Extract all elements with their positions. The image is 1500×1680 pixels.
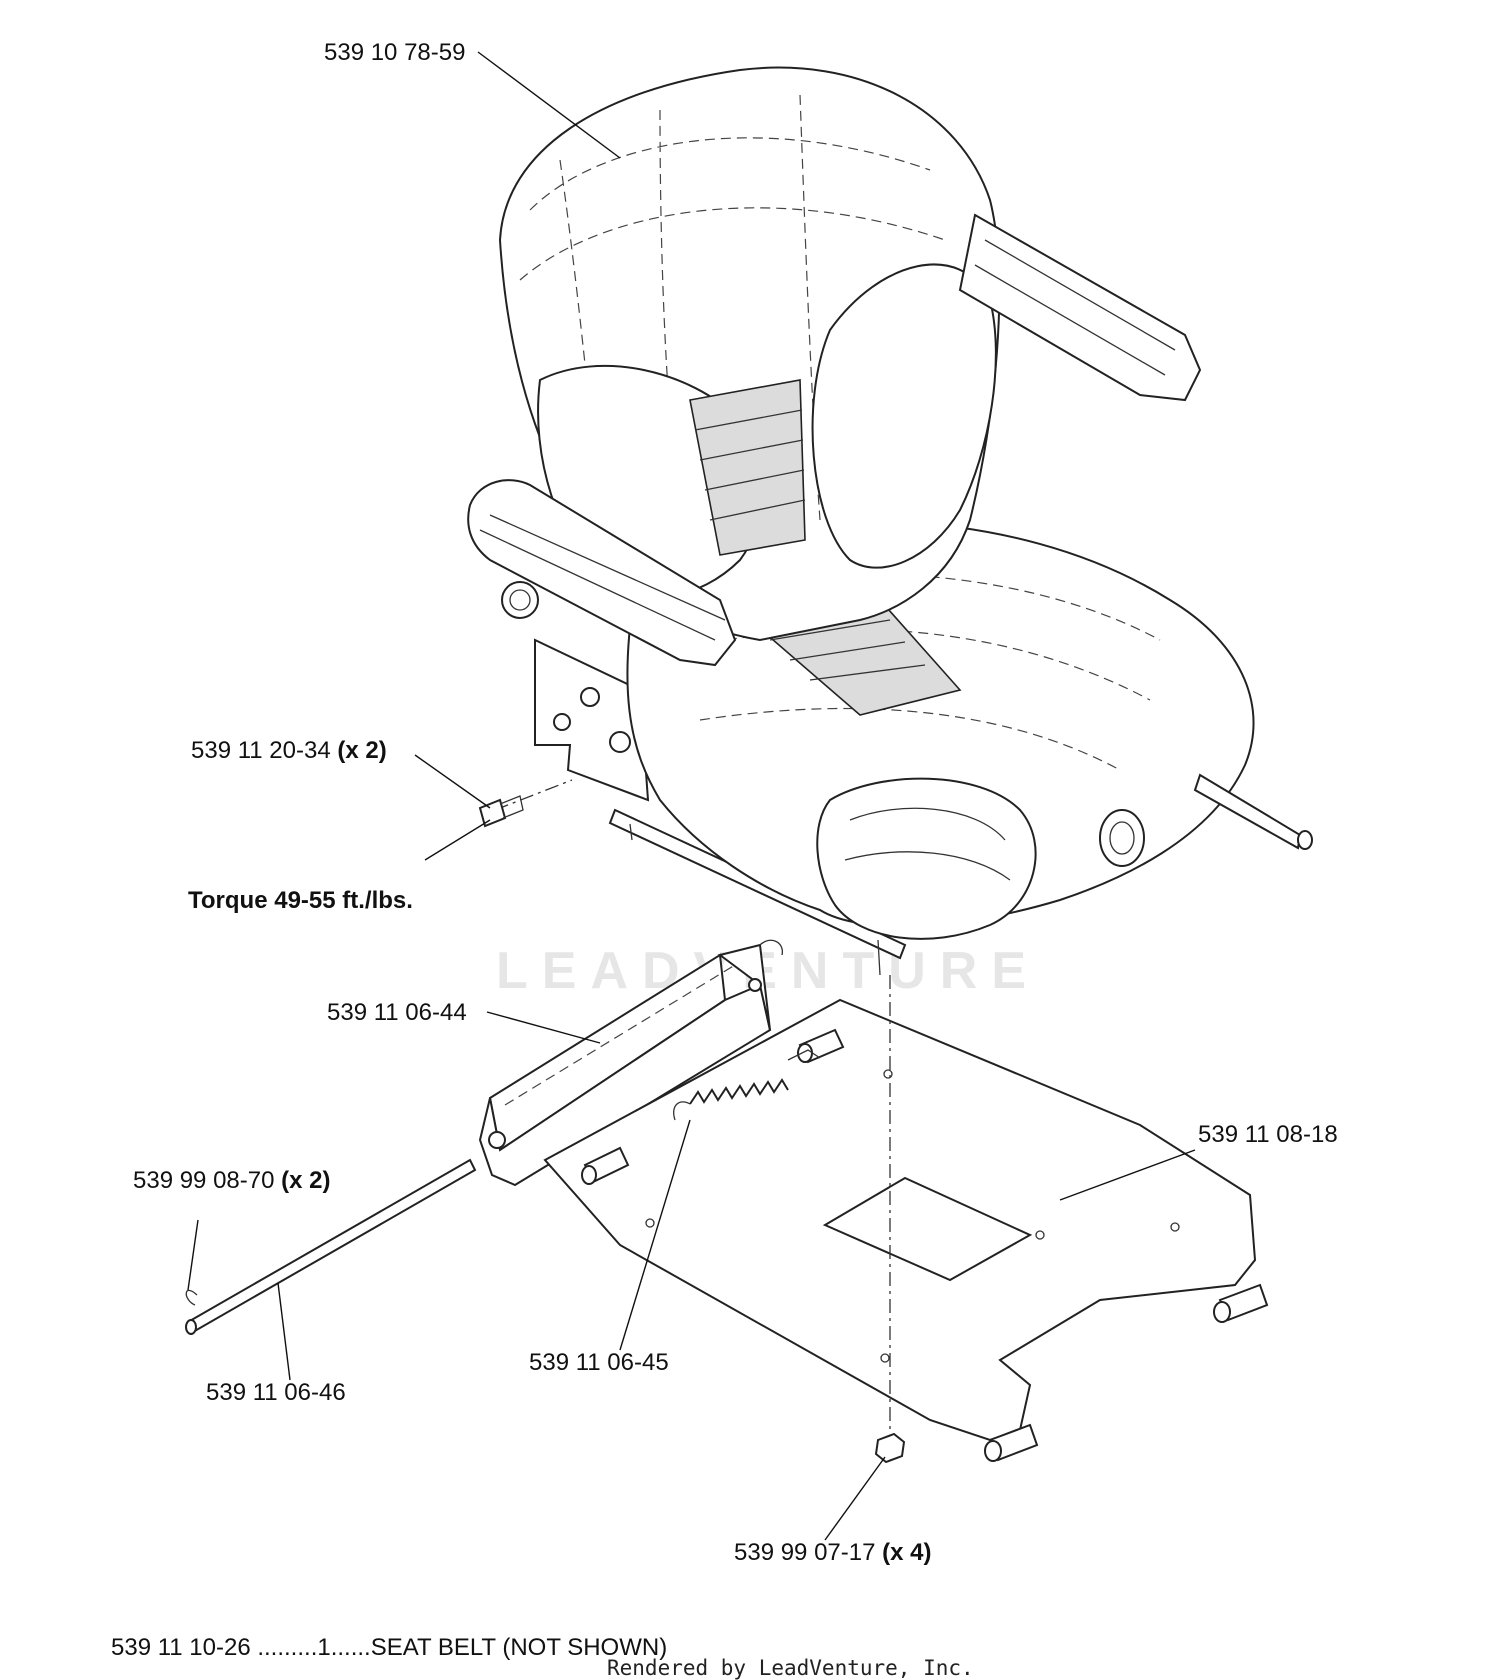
seat-back-stitching xyxy=(519,94,946,521)
recline-knob-center xyxy=(1109,821,1135,855)
front-tube-left-end xyxy=(984,1440,1002,1462)
leader-bolt xyxy=(414,754,491,809)
rendered-by-credit: Rendered by LeadVenture, Inc. xyxy=(607,1656,974,1680)
plate-hole-1 xyxy=(883,1069,893,1079)
bolt-centerline xyxy=(494,779,573,811)
plate-hole-4 xyxy=(645,1218,655,1228)
spring-hook-left xyxy=(673,1101,691,1121)
callout-nut-qty: (x 4) xyxy=(882,1539,931,1566)
seat-mount-studs xyxy=(629,823,881,976)
lumbar-knob-icon xyxy=(501,581,539,619)
bracket-clip-icon xyxy=(759,939,783,956)
leader-clip xyxy=(187,1219,199,1291)
callout-nut-number: 539 99 07-17 xyxy=(734,1539,875,1566)
callout-nut: 539 99 07-17 (x 4) xyxy=(734,1539,932,1566)
lumbar-ribs xyxy=(694,409,806,521)
leader-bracket xyxy=(486,1011,601,1044)
plate-hole-5 xyxy=(1170,1222,1180,1232)
bolster-seams xyxy=(844,807,1011,881)
right-armrest-lines xyxy=(974,239,1176,376)
callout-base-plate: 539 11 08-18 xyxy=(1198,1121,1338,1148)
rod-part xyxy=(185,1158,477,1335)
callout-seat: 539 10 78-59 xyxy=(324,39,465,66)
seat-plate-hole-3 xyxy=(553,713,571,731)
leader-seat xyxy=(477,51,621,159)
spring-hook-right xyxy=(787,1049,821,1061)
leader-nut xyxy=(824,1456,886,1541)
callout-clip-qty: (x 2) xyxy=(281,1167,330,1194)
lumbar-knob-center xyxy=(509,589,531,611)
bolt-part xyxy=(478,779,573,828)
bracket-end-tab xyxy=(717,943,771,1031)
callout-rod: 539 11 06-46 xyxy=(206,1379,346,1406)
leader-torque xyxy=(424,819,491,861)
spring-part xyxy=(673,1049,821,1121)
seat-back-right-wing xyxy=(811,263,997,569)
pivot-tube-right-end xyxy=(797,1043,813,1063)
seat-plate-hole-1 xyxy=(580,687,600,707)
bracket-pivot-hole xyxy=(488,1131,506,1149)
nut-icon xyxy=(874,1432,906,1464)
lever-grip xyxy=(1297,830,1313,850)
slide-bracket-part xyxy=(478,939,783,1187)
callout-torque: Torque 49-55 ft./lbs. xyxy=(188,887,413,914)
callout-spring: 539 11 06-45 xyxy=(529,1349,669,1376)
seat-plate-hole-2 xyxy=(609,731,631,753)
leader-rod xyxy=(277,1282,291,1381)
bracket-end-hole xyxy=(748,978,762,992)
callout-clip-number: 539 99 08-70 xyxy=(133,1167,274,1194)
right-armrest xyxy=(958,213,1202,402)
e-clip-icon xyxy=(185,1289,198,1306)
base-plate-part xyxy=(543,998,1269,1462)
bolt-head-icon xyxy=(478,798,507,828)
callout-bolt: 539 11 20-34 (x 2) xyxy=(191,737,387,764)
spring-coil-icon xyxy=(689,1078,789,1105)
seat-front-bolster xyxy=(816,777,1037,940)
callout-clip: 539 99 08-70 (x 2) xyxy=(133,1167,331,1194)
leader-base-plate xyxy=(1059,1149,1196,1201)
left-armrest-lines xyxy=(479,514,726,641)
base-plate-cutout xyxy=(822,1176,1033,1282)
bracket-slot-line xyxy=(504,964,736,1106)
nut-part xyxy=(874,975,906,1464)
watermark-text: LEADVENTURE xyxy=(496,942,1040,1000)
slide-adjust-lever xyxy=(1193,773,1302,850)
seat-assembly xyxy=(467,66,1313,976)
plate-hole-2 xyxy=(1035,1230,1045,1240)
rod-end xyxy=(185,1319,197,1335)
leader-spring xyxy=(619,1119,691,1351)
seat-back-lumbar-panel xyxy=(689,379,806,556)
callout-bolt-number: 539 11 20-34 xyxy=(191,737,331,764)
callout-bracket: 539 11 06-44 xyxy=(327,999,467,1026)
front-tube-right-end xyxy=(1213,1301,1231,1323)
callout-bolt-qty: (x 2) xyxy=(337,737,386,764)
channel-ribs xyxy=(769,619,926,681)
plate-hole-3 xyxy=(880,1353,890,1363)
recline-knob-icon xyxy=(1099,809,1145,867)
pivot-tube-left-end xyxy=(581,1165,597,1185)
footer-note: 539 11 10-26 .........1......SEAT BELT (… xyxy=(111,1634,667,1661)
bolt-shank xyxy=(499,795,524,819)
